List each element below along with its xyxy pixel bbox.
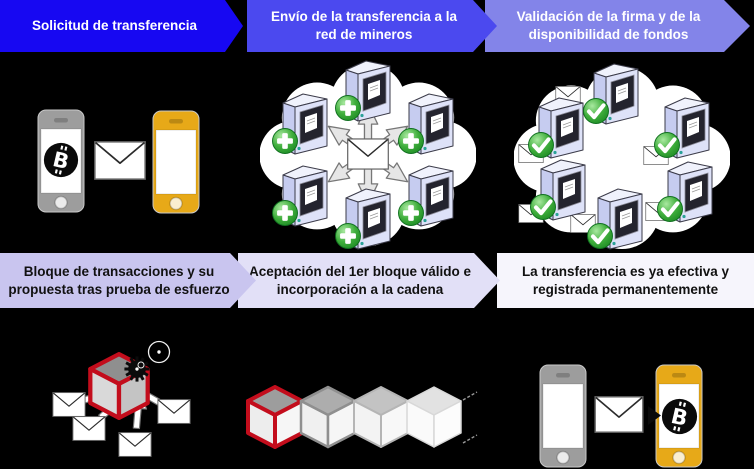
envelope-icon	[94, 141, 146, 180]
plus-badge-icon	[335, 223, 361, 249]
chain-cube-icon	[406, 386, 462, 448]
envelope-icon	[347, 138, 389, 170]
panel-broadcast-to-miners	[260, 60, 476, 250]
check-badge-icon	[587, 223, 612, 248]
gear-circle-icon	[137, 340, 171, 369]
step-banner-4: Bloque de transacciones y su propuesta t…	[0, 253, 256, 308]
step-label-3: Validación de la firma y de la disponibi…	[516, 9, 701, 42]
check-badge-icon	[528, 132, 553, 157]
plus-badge-icon	[398, 128, 424, 154]
chain-cube-icon	[300, 386, 356, 448]
step-label-5: Aceptación del 1er bloque válido e incor…	[248, 263, 472, 297]
chain-cube-icon	[353, 386, 409, 448]
sender-phone-icon	[539, 364, 587, 468]
plus-badge-icon	[272, 200, 298, 226]
step-banner-2: Envío de la transferencia a la red de mi…	[247, 0, 497, 52]
step-label-2: Envío de la transferencia a la red de mi…	[270, 9, 458, 42]
panel-block-proof-of-work	[52, 340, 191, 457]
step-banner-5: Aceptación del 1er bloque válido e incor…	[238, 253, 500, 308]
plus-badge-icon	[398, 200, 424, 226]
check-badge-icon	[654, 132, 679, 157]
panel-validation	[514, 63, 730, 252]
envelope-icon	[52, 392, 86, 417]
delivery-arrow-icon	[648, 406, 661, 425]
panel-transfer-request	[37, 109, 200, 214]
step-label-6: La transferencia es ya efectiva y regist…	[521, 263, 730, 297]
step-banner-6: La transferencia es ya efectiva y regist…	[497, 253, 754, 308]
envelope-icon	[72, 416, 106, 441]
step-label-4: Bloque de transacciones y su propuesta t…	[8, 263, 230, 297]
envelope-icon	[157, 399, 191, 424]
panel-blockchain-chain	[247, 386, 478, 448]
envelope-icon	[118, 432, 152, 457]
check-badge-icon	[583, 98, 608, 123]
bitcoin-icon	[43, 142, 79, 178]
check-badge-icon	[530, 194, 555, 219]
panel-transfer-complete	[539, 364, 703, 468]
plus-badge-icon	[335, 95, 361, 121]
step-label-1: Solicitud de transferencia	[31, 18, 198, 34]
bitcoin-icon	[661, 398, 698, 435]
envelope-icon	[594, 396, 644, 433]
check-badge-icon	[657, 196, 682, 221]
step-banner-3: Validación de la firma y de la disponibi…	[485, 0, 750, 52]
plus-badge-icon	[272, 128, 298, 154]
step-banner-1: Solicitud de transferencia	[0, 0, 243, 52]
continuation-dashes-icon	[462, 391, 478, 444]
accepted-block-cube-icon	[247, 386, 303, 448]
receiver-phone-icon	[152, 110, 200, 214]
